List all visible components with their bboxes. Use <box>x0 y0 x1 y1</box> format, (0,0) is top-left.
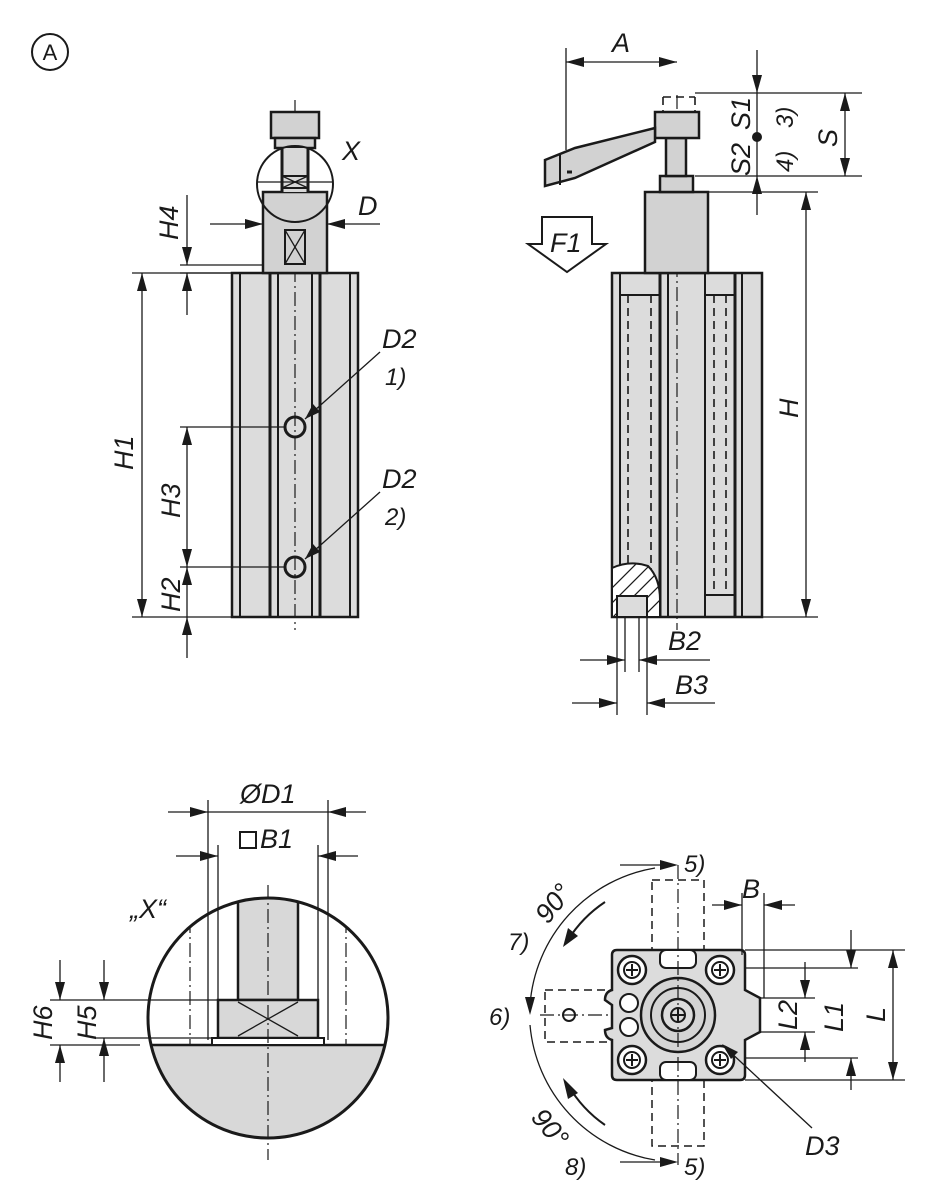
detail-x-view: ØD1 B1 „X“ H6 H5 <box>28 779 390 1160</box>
screw-bottom-left-icon <box>616 1044 648 1076</box>
label-note-2: 2) <box>384 504 406 531</box>
screw-top-right-icon <box>704 954 736 986</box>
label-h: H <box>774 398 804 418</box>
label-d2-1: D2 <box>382 324 417 354</box>
label-od1: ØD1 <box>239 779 296 809</box>
label-h5: H5 <box>72 1005 102 1040</box>
label-d: D <box>358 191 378 221</box>
label-x: X <box>341 136 361 166</box>
label-s1: S1 <box>726 97 756 130</box>
side-view: A S1 3) S2 4) S H F1 <box>524 28 862 715</box>
label-d3: D3 <box>805 1131 840 1161</box>
screw-top-left-icon <box>616 954 648 986</box>
square-symbol-icon <box>239 831 257 849</box>
front-view: D H4 H1 H3 H2 X D2 1) <box>109 100 417 658</box>
label-b2: B2 <box>668 626 701 656</box>
label-l: L <box>861 1007 891 1022</box>
label-note-5-bottom: 5) <box>684 1154 705 1181</box>
label-note-7: 7) <box>508 929 529 956</box>
label-a: A <box>610 28 630 58</box>
label-b1: B1 <box>260 824 293 854</box>
top-view: 5) 5) 90° 7) 6) 90° 8) B <box>489 851 905 1181</box>
label-note-5-top: 5) <box>684 851 705 878</box>
screw-bottom-right-icon <box>704 1044 736 1076</box>
label-detail-x: „X“ <box>129 894 168 924</box>
label-h3: H3 <box>156 483 186 518</box>
label-b3: B3 <box>675 670 708 700</box>
label-s: S <box>813 129 843 147</box>
label-h6: H6 <box>28 1005 58 1040</box>
view-marker-letter: A <box>43 40 58 65</box>
view-marker: A <box>31 33 69 71</box>
label-d2-2: D2 <box>382 464 417 494</box>
label-angle-top: 90° <box>529 878 578 929</box>
label-h1: H1 <box>109 435 139 470</box>
label-angle-bottom: 90° <box>525 1103 574 1154</box>
label-h2: H2 <box>156 577 186 612</box>
label-h4: H4 <box>154 205 184 240</box>
label-s2: S2 <box>726 143 756 176</box>
label-note-6: 6) <box>489 1004 510 1031</box>
label-l1: L1 <box>819 1002 849 1032</box>
label-note-4: 4) <box>772 151 799 172</box>
label-l2: L2 <box>773 1000 803 1030</box>
label-f1: F1 <box>550 228 582 258</box>
label-b: B <box>742 874 760 904</box>
label-note-3: 3) <box>772 107 799 128</box>
label-note-8: 8) <box>565 1154 586 1181</box>
label-note-1: 1) <box>385 364 406 391</box>
